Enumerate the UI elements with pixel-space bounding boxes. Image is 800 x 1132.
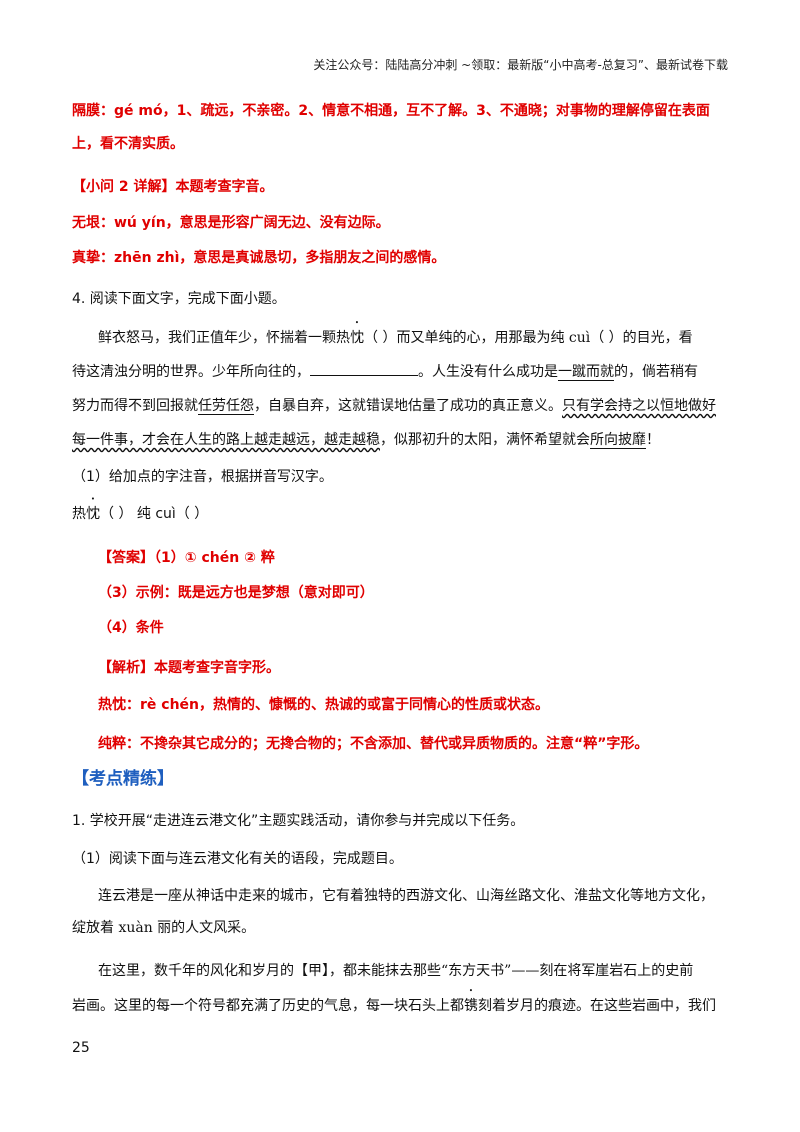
explanation-gemo-line1: 隔膜：gé mó，1、疏远，不亲密。2、情意不相通，互不了解。3、不通晓；对事物…	[72, 103, 710, 119]
passage-text: 待这清浊分明的世界。少年所向往的，	[72, 364, 310, 380]
answer-1: 【答案】（1）① chén ② 粹	[98, 550, 275, 566]
passage-text: 刻着岁月的痕迹。在这些岩画中，我们	[478, 998, 716, 1014]
explanation-chuncui: 纯粹：不搀杂其它成分的；无搀合物的；不含添加、替代或异质物质的。注意“粹”字形。	[98, 736, 649, 752]
practice-passage-line-2: 绽放着 xuàn 丽的人文风采。	[72, 920, 256, 936]
answer-3: （3）示例：既是远方也是梦想（意对即可）	[98, 585, 374, 601]
sub-question-2-title: 【小问 2 详解】本题考查字音。	[72, 179, 274, 195]
passage-line-1: 鲜衣怒马，我们正值年少，怀揣着一颗热忱（ ）而又单纯的心，用那最为纯 cuì（ …	[98, 327, 693, 347]
explanation-gemo-line2: 上，看不清实质。	[72, 136, 184, 152]
underlined-phrase: 所向披靡	[590, 432, 646, 449]
practice-passage-line-4: 岩画。这里的每一个符号都充满了历史的气息，每一块石头上都镌刻着岁月的痕迹。在这些…	[72, 995, 716, 1015]
analysis-title: 【解析】本题考查字音字形。	[98, 660, 280, 676]
dotted-char: 忱	[86, 506, 100, 522]
fill-text: （ ） 纯 cuì（ ）	[100, 506, 209, 522]
dotted-char: 忱	[350, 330, 364, 346]
fill-blank[interactable]	[310, 361, 418, 376]
passage-text: ！	[646, 432, 660, 448]
underlined-phrase: 一蹴而就	[558, 364, 614, 381]
passage-line-2: 待这清浊分明的世界。少年所向往的， 。人生没有什么成功是一蹴而就的，倘若稍有	[72, 361, 698, 381]
wavy-underlined-sentence: 只有学会持之以恒地做好	[562, 398, 716, 414]
practice-sub-question-1: （1）阅读下面与连云港文化有关的语段，完成题目。	[72, 851, 403, 867]
answer-4: （4）条件	[98, 620, 164, 636]
passage-text: （ ）而又单纯的心，用那最为纯 cuì（ ）的目光，看	[364, 330, 693, 346]
practice-passage-line-3: 在这里，数千年的风化和岁月的【甲】，都未能抹去那些“东方天书”——刻在将军崖岩石…	[98, 963, 694, 979]
explanation-rechen: 热忱：rè chén，热情的、慷慨的、热诚的或富于同情心的性质或状态。	[98, 697, 549, 713]
explanation-zhenzhi: 真挚：zhēn zhì，意思是真诚恳切，多指朋友之间的感情。	[72, 250, 446, 266]
sub-question-1: （1）给加点的字注音，根据拼音写汉字。	[72, 469, 333, 485]
question-4-title: 4. 阅读下面文字，完成下面小题。	[72, 291, 286, 307]
passage-text: 努力而得不到回报就	[72, 398, 198, 414]
dotted-char: 镌	[464, 998, 478, 1014]
passage-text: 的，倘若稍有	[614, 364, 698, 380]
passage-text: 。人生没有什么成功是	[418, 364, 558, 380]
passage-text: ，自暴自弃，这就错误地估量了成功的真正意义。	[254, 398, 562, 414]
passage-line-4: 每一件事，才会在人生的路上越走越远，越走越稳，似那初升的太阳，满怀希望就会所向披…	[72, 429, 660, 449]
fill-text: 热	[72, 506, 86, 522]
practice-passage-line-1: 连云港是一座从神话中走来的城市，它有着独特的西游文化、山海丝路文化、淮盐文化等地…	[98, 888, 714, 904]
passage-text: ，似那初升的太阳，满怀希望就会	[380, 432, 590, 448]
practice-question-1: 1. 学校开展“走进连云港文化”主题实践活动，请你参与并完成以下任务。	[72, 813, 525, 829]
passage-text: 鲜衣怒马，我们正值年少，怀揣着一颗热	[98, 330, 350, 346]
fill-in-line: 热忱（ ） 纯 cuì（ ）	[72, 503, 208, 523]
section-title: 【考点精练】	[72, 769, 174, 789]
wavy-underlined-sentence: 每一件事，才会在人生的路上越走越远，越走越稳	[72, 432, 380, 448]
page-number: 25	[72, 1040, 90, 1056]
underlined-phrase: 任劳任怨	[198, 398, 254, 415]
passage-text: 岩画。这里的每一个符号都充满了历史的气息，每一块石头上都	[72, 998, 464, 1014]
page-header: 关注公众号：陆陆高分冲刺 ~领取：最新版“小中高考-总复习”、最新试卷下载	[313, 58, 728, 72]
explanation-wuyin: 无垠：wú yín，意思是形容广阔无边、没有边际。	[72, 215, 390, 231]
passage-line-3: 努力而得不到回报就任劳任怨，自暴自弃，这就错误地估量了成功的真正意义。只有学会持…	[72, 395, 716, 415]
